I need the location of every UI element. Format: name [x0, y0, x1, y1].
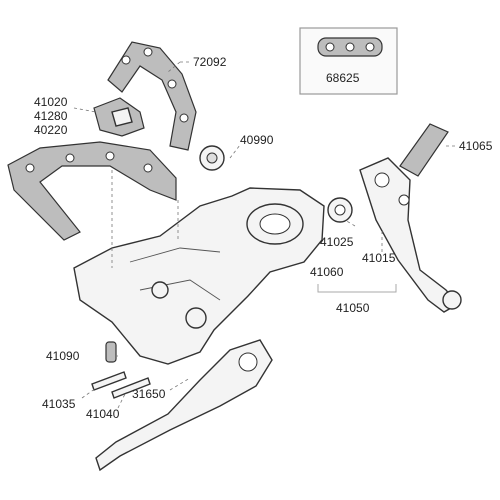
leader-lines: [73, 61, 458, 409]
arm-41015: [359, 157, 462, 313]
label-41035: 41035: [42, 397, 76, 411]
label-41015: 41015: [362, 251, 396, 265]
label-41025: 41025: [320, 235, 354, 249]
washer-41025: [327, 197, 353, 223]
bracket-41050: [317, 284, 397, 293]
label-41280: 41280: [34, 109, 68, 123]
label-40990: 40990: [240, 133, 274, 147]
label-72092: 72092: [193, 55, 227, 69]
handle-31650: [95, 339, 273, 472]
label-31650: 31650: [132, 387, 166, 401]
label-41060: 41060: [310, 265, 344, 279]
chain-handle-left: [7, 141, 177, 241]
inset-68625: [299, 27, 398, 95]
jaw-insert: [93, 97, 145, 137]
spring-41090: [105, 341, 117, 363]
label-41050: 41050: [336, 301, 370, 315]
pin-41040: [111, 377, 151, 399]
chain-72092: [107, 41, 197, 151]
label-41020: 41020: [34, 95, 68, 109]
bolt-41065: [399, 123, 449, 177]
label-68625: 68625: [326, 71, 360, 85]
nut-40990: [199, 145, 225, 171]
label-41090: 41090: [46, 349, 80, 363]
roller-chain-segment-icon: [317, 37, 383, 57]
pin-41035: [91, 371, 127, 391]
label-41065: 41065: [459, 139, 493, 153]
label-41040: 41040: [86, 407, 120, 421]
main-housing: [73, 187, 325, 365]
label-40220: 40220: [34, 123, 68, 137]
